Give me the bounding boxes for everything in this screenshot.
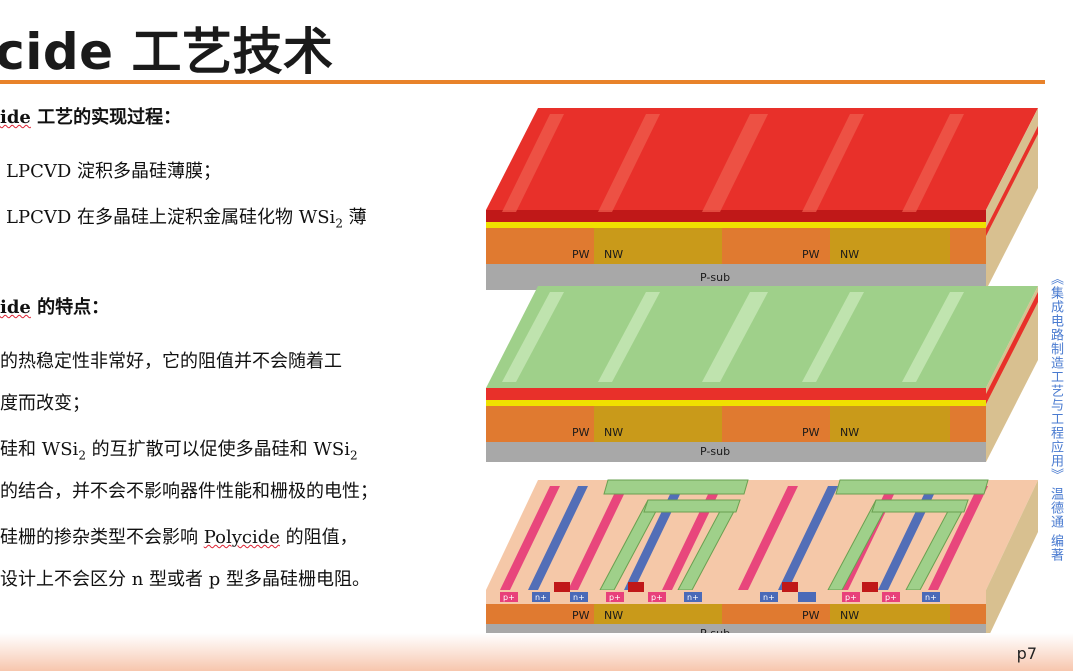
label-nw-5: NW [604, 609, 623, 622]
section2-line-4: 的结合，并不会不影响器件性能和栅极的电性； [0, 481, 378, 502]
section1-item-2-tail: 薄 [342, 207, 367, 228]
label-nw-6: NW [840, 609, 859, 622]
section2-line-5-a: 硅栅的掺杂类型不会影响 [0, 527, 204, 548]
section1-heading-rest: 工艺的实现过程： [30, 107, 182, 128]
label-nw-2: NW [840, 248, 859, 261]
label-doping-9: p+ [885, 593, 897, 602]
label-pw-2: PW [802, 248, 820, 261]
label-doping-7: n+ [763, 593, 775, 602]
section2-heading: ide 的特点： [0, 294, 109, 323]
title-divider [0, 80, 1045, 84]
section2-line-5-b: 的阻值， [279, 527, 358, 548]
polycide-term: Polycide [203, 527, 280, 548]
section2-line-2: 度而改变； [0, 393, 90, 414]
subscript: 2 [335, 216, 343, 231]
label-pw-6: PW [802, 609, 820, 622]
label-pw-5: PW [572, 609, 590, 622]
label-doping-5: p+ [651, 593, 663, 602]
label-psub-2: P-sub [700, 445, 730, 458]
doping-regions [500, 592, 940, 602]
section2-heading-term: ide [0, 297, 31, 318]
section2-line-3-b: 的互扩散可以促使多晶硅和 WSi [85, 439, 350, 460]
process-diagram: PW NW PW NW P-sub PW NW PW NW P-sub [486, 108, 1038, 635]
gate-caps [554, 582, 878, 592]
subscript: 2 [78, 448, 86, 463]
section1-item-2: LPCVD 在多晶硅上淀积金属硅化物 WSi2 薄 [6, 204, 367, 234]
subscript: 2 [349, 448, 358, 463]
section2-line-3: 硅和 WSi2 的互扩散可以促使多晶硅和 WSi2 [0, 436, 358, 466]
label-nw-1: NW [604, 248, 623, 261]
label-pw-1: PW [572, 248, 590, 261]
label-nw-4: NW [840, 426, 859, 439]
label-doping-10: n+ [925, 593, 937, 602]
panel-gate-etch: p+ n+ n+ p+ p+ n+ n+ p+ p+ n+ PW NW PW N… [486, 479, 1038, 635]
label-pw-4: PW [802, 426, 820, 439]
label-psub-3: P-sub [700, 627, 730, 635]
book-citation: 《集成电路制造工艺与工程应用》 温德通 编著 [1048, 272, 1063, 563]
section1-item-2-text: LPCVD 在多晶硅上淀积金属硅化物 WSi [6, 207, 336, 228]
section1-heading-term: ide [0, 107, 31, 128]
label-nw-3: NW [604, 426, 623, 439]
section2-line-1: 的热稳定性非常好，它的阻值并不会随着工 [0, 351, 342, 372]
section2-line-3-a: 硅和 WSi [0, 439, 79, 460]
section2-line-5: 硅栅的掺杂类型不会影响 Polycide 的阻值， [0, 524, 358, 553]
label-pw-3: PW [572, 426, 590, 439]
section1-heading: ide 工艺的实现过程： [0, 104, 181, 133]
section2-line-6: 设计上不会区分 n 型或者 p 型多晶硅栅电阻。 [0, 569, 371, 590]
page-number: p7 [1016, 644, 1037, 663]
footer-band [0, 633, 1073, 671]
slide-title: ycide 工艺技术 [0, 23, 334, 81]
panel-wsi2-deposition: PW NW PW NW P-sub [486, 108, 1038, 290]
label-doping-1: p+ [503, 593, 515, 602]
section1-item-1: LPCVD 淀积多晶硅薄膜； [6, 161, 221, 182]
label-doping-8: p+ [845, 593, 857, 602]
label-doping-3: n+ [573, 593, 585, 602]
label-doping-2: n+ [535, 593, 547, 602]
section2-heading-rest: 的特点： [30, 297, 110, 318]
label-doping-6: n+ [687, 593, 699, 602]
label-doping-4: p+ [609, 593, 621, 602]
panel-nitride-deposition: PW NW PW NW P-sub [486, 286, 1038, 462]
label-psub-1: P-sub [700, 271, 730, 284]
